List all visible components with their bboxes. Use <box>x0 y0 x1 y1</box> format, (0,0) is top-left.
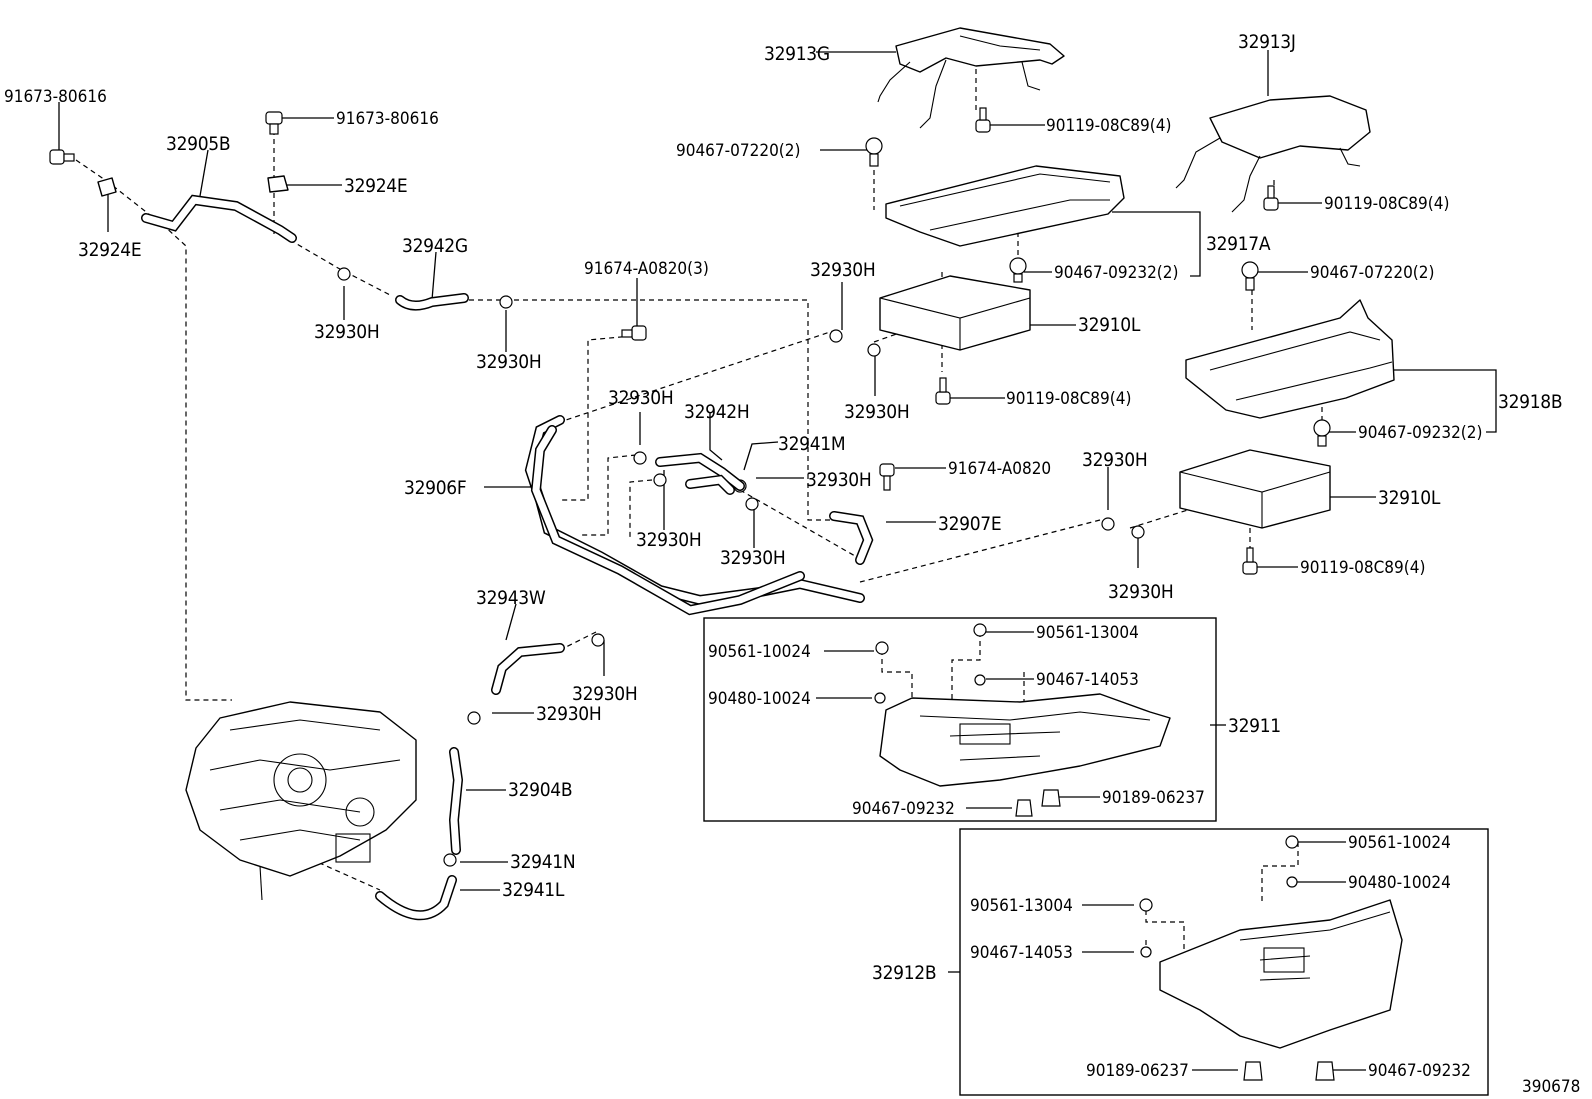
clip-90467-07220-b <box>1241 261 1259 291</box>
label-90119-08C89: 90119-08C89(4) <box>1046 116 1171 136</box>
label-32930H: 32930H <box>572 683 637 705</box>
label-32930H: 32930H <box>608 387 673 409</box>
label-32941M: 32941M <box>778 433 845 455</box>
label-90561-13004: 90561-13004 <box>970 896 1073 916</box>
label-32930H: 32930H <box>844 401 909 423</box>
diagram-id: 390678 <box>1522 1077 1580 1097</box>
label-32924E: 32924E <box>344 175 407 197</box>
cover-32918B <box>1185 299 1395 419</box>
clip-90467-09232-2b <box>1313 419 1331 447</box>
label-32930H: 32930H <box>806 469 871 491</box>
label-32930H: 32930H <box>536 703 601 725</box>
label-90467-09232: 90467-09232 <box>1368 1061 1471 1081</box>
label-32924E: 32924E <box>78 239 141 261</box>
leader-lines <box>58 50 1497 1071</box>
label-90467-14053: 90467-14053 <box>970 943 1073 963</box>
label-32941L: 32941L <box>502 879 565 901</box>
label-90467-14053: 90467-14053 <box>1036 670 1139 690</box>
module-32910L-lower <box>1179 449 1331 529</box>
label-90189-06237: 90189-06237 <box>1102 788 1205 808</box>
bolt-91674-A0820 <box>879 463 895 491</box>
label-32943W: 32943W <box>476 587 546 609</box>
label-32930H: 32930H <box>1082 449 1147 471</box>
clamp-32924E <box>97 175 289 197</box>
label-91673-80616: 91673-80616 <box>336 109 439 129</box>
label-90467-07220: 90467-07220(2) <box>676 141 800 161</box>
label-90467-09232-2: 90467-09232(2) <box>1054 263 1178 283</box>
label-90561-13004: 90561-13004 <box>1036 623 1139 643</box>
label-32910L: 32910L <box>1078 314 1141 336</box>
label-32942G: 32942G <box>402 235 468 257</box>
label-90561-10024: 90561-10024 <box>708 642 811 662</box>
label-90561-10024: 90561-10024 <box>1348 833 1451 853</box>
label-32907E: 32907E <box>938 513 1001 535</box>
bracket-32913J <box>1175 95 1371 213</box>
label-90467-09232-2: 90467-09232(2) <box>1358 423 1482 443</box>
label-90189-06237: 90189-06237 <box>1086 1061 1189 1081</box>
bolt-91674-A0820-3 <box>621 325 647 341</box>
label-90119-08C89: 90119-08C89(4) <box>1006 389 1131 409</box>
label-32942H: 32942H <box>684 401 749 423</box>
label-32911: 32911 <box>1228 715 1281 737</box>
label-32913J: 32913J <box>1238 31 1296 53</box>
label-32930H: 32930H <box>810 259 875 281</box>
label-32941N: 32941N <box>510 851 575 873</box>
label-90119-08C89: 90119-08C89(4) <box>1300 558 1425 578</box>
label-90467-07220: 90467-07220(2) <box>1310 263 1434 283</box>
label-32910L: 32910L <box>1378 487 1441 509</box>
dashed-connectors <box>75 60 1323 960</box>
kit-32911-box <box>703 617 1217 822</box>
label-91674-A0820: 91674-A0820 <box>948 459 1051 479</box>
label-32930H: 32930H <box>636 529 701 551</box>
label-32930H: 32930H <box>720 547 785 569</box>
bolt-91673-80616-left <box>49 149 75 165</box>
hoses <box>141 194 874 921</box>
module-32910L-upper <box>879 275 1031 351</box>
clip-90467-09232-2a <box>1009 257 1027 283</box>
kit-32912B-box <box>959 828 1489 1096</box>
label-32906F: 32906F <box>404 477 466 499</box>
label-90480-10024: 90480-10024 <box>708 689 811 709</box>
label-91674-A0820-3: 91674-A0820(3) <box>584 259 709 279</box>
part-labels: 91673-80616 91673-80616 32905B 32924E 32… <box>4 31 1580 1097</box>
label-32904B: 32904B <box>508 779 572 801</box>
tray-32912B <box>1159 899 1403 1049</box>
label-32930H: 32930H <box>1108 581 1173 603</box>
bolt-90119-08C89-c <box>935 377 951 405</box>
label-32918B: 32918B <box>1498 391 1562 413</box>
bolt-90119-08C89 <box>975 107 991 133</box>
label-90119-08C89: 90119-08C89(4) <box>1324 194 1449 214</box>
label-32930H: 32930H <box>314 321 379 343</box>
label-91673-80616: 91673-80616 <box>4 87 107 107</box>
kit-32911-fasteners <box>874 623 1061 817</box>
kit-32912B-fasteners <box>1139 835 1335 1081</box>
bolt-91673-80616-right <box>265 111 283 135</box>
cover-32917A <box>885 165 1125 247</box>
bracket-32913G <box>877 27 1065 129</box>
label-32913G: 32913G <box>764 43 830 65</box>
clip-90467-07220 <box>865 137 883 167</box>
bolt-90119-08C89-d <box>1242 547 1258 575</box>
label-32917A: 32917A <box>1206 233 1271 255</box>
hose-clip <box>337 267 1145 867</box>
label-32930H: 32930H <box>476 351 541 373</box>
label-90467-09232: 90467-09232 <box>852 799 955 819</box>
transaxle <box>185 701 417 901</box>
fasteners <box>49 107 1335 1081</box>
bolt-90119-08C89-b <box>1263 185 1279 211</box>
label-32905B: 32905B <box>166 133 230 155</box>
label-90480-10024: 90480-10024 <box>1348 873 1451 893</box>
tray-32911 <box>879 693 1171 787</box>
label-32912B: 32912B <box>872 962 936 984</box>
